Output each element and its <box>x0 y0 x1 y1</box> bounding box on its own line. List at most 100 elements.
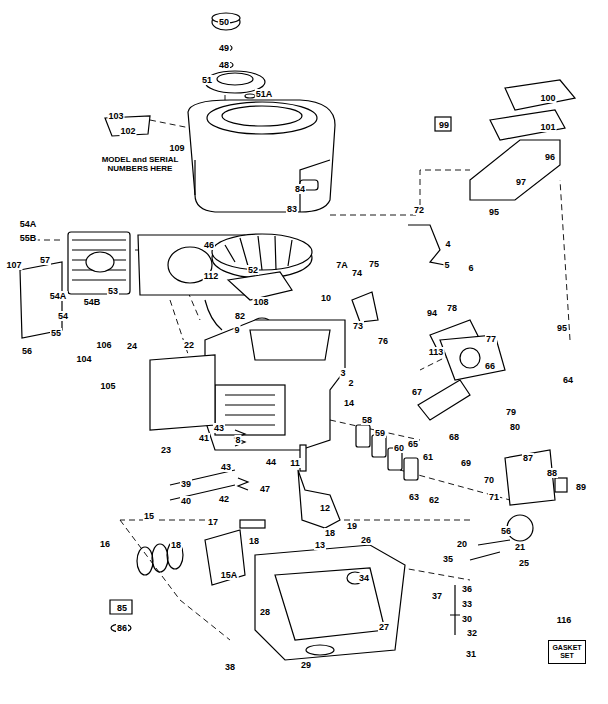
callout-number: 56 <box>500 526 512 536</box>
callout-number: 4 <box>444 239 451 249</box>
callout-number: 8 <box>234 435 241 445</box>
callout-number: 88 <box>546 468 558 478</box>
callout-number: 34 <box>358 573 370 583</box>
callout-number: 54 <box>57 311 69 321</box>
callout-number: 46 <box>203 240 215 250</box>
callout-number: 42 <box>218 494 230 504</box>
callout-number: 55 <box>50 328 62 338</box>
box-text: GASKET SET <box>552 644 582 660</box>
callout-number: 24 <box>126 341 138 351</box>
callout-number: 18 <box>324 528 336 538</box>
callout-number: 48 <box>218 60 230 70</box>
callout-number: 43 <box>220 462 232 472</box>
callout-number: 101 <box>539 122 556 132</box>
callout-number: 73 <box>352 321 364 331</box>
callout-number: 33 <box>461 599 473 609</box>
callout-number: 59 <box>374 428 386 438</box>
callout-number: 55B <box>19 233 38 243</box>
callout-number: 15 <box>143 511 155 521</box>
callout-number: 44 <box>265 457 277 467</box>
callout-number: 54A <box>19 219 38 229</box>
callout-number: 104 <box>75 354 92 364</box>
callout-number: 89 <box>575 482 587 492</box>
callout-number: 29 <box>300 660 312 670</box>
callout-number: 94 <box>426 308 438 318</box>
callout-number: 74 <box>351 268 363 278</box>
callout-number: 39 <box>180 479 192 489</box>
callout-number: 62 <box>428 495 440 505</box>
callout-number: 83 <box>286 204 298 214</box>
callout-number: 109 <box>168 143 185 153</box>
callout-number: 31 <box>465 649 477 659</box>
callout-number: 112 <box>203 271 220 281</box>
callout-number: 76 <box>377 336 389 346</box>
callout-number: 19 <box>346 521 358 531</box>
callout-number: 86 <box>116 623 128 633</box>
callout-number: 15A <box>220 570 239 580</box>
note-text: MODEL and SERIAL NUMBERS HERE <box>93 155 187 173</box>
callout-number: 5 <box>443 260 450 270</box>
callout-number: 54A <box>49 291 68 301</box>
callout-number: 50 <box>218 17 230 27</box>
callout-number: 26 <box>360 535 372 545</box>
callout-number: 60 <box>393 443 405 453</box>
callout-number: 79 <box>505 407 517 417</box>
callout-number: 84 <box>294 184 306 194</box>
callout-number: 25 <box>518 558 530 568</box>
callout-number: 56 <box>21 346 33 356</box>
callout-number: 6 <box>467 263 474 273</box>
callout-number: 57 <box>39 255 51 265</box>
callout-number: 75 <box>368 259 380 269</box>
callout-number: 107 <box>5 260 22 270</box>
gasket-set-box: GASKET SET <box>548 640 586 664</box>
callout-number: 70 <box>483 475 495 485</box>
callout-number: 14 <box>343 398 355 408</box>
callout-number: 85 <box>116 603 128 613</box>
callout-number: 87 <box>522 453 534 463</box>
callout-number: 58 <box>361 415 373 425</box>
callout-number: 40 <box>180 496 192 506</box>
callout-number: 61 <box>422 452 434 462</box>
callout-number: 3 <box>339 368 346 378</box>
callout-number: 96 <box>544 152 556 162</box>
callout-number: 69 <box>460 458 472 468</box>
callout-number: 68 <box>448 432 460 442</box>
callout-number: 65 <box>407 439 419 449</box>
callout-number: 53 <box>107 286 119 296</box>
callout-number: 13 <box>314 540 326 550</box>
callout-number: 23 <box>160 445 172 455</box>
callout-number: 18 <box>248 536 260 546</box>
callout-number: 27 <box>378 622 390 632</box>
callout-number: 105 <box>99 381 116 391</box>
callout-number: 99 <box>438 120 450 130</box>
callout-number: 12 <box>319 503 331 513</box>
callout-number: 80 <box>509 422 521 432</box>
callout-number: 108 <box>252 297 269 307</box>
callout-number: 30 <box>461 614 473 624</box>
callout-number: 52 <box>247 265 259 275</box>
callout-number: 64 <box>562 375 574 385</box>
callout-number: 66 <box>484 361 496 371</box>
callout-number: 116 <box>556 615 573 625</box>
callout-number: 32 <box>466 628 478 638</box>
callout-number: 47 <box>259 484 271 494</box>
callout-number: 7A <box>335 260 349 270</box>
callout-number: 51A <box>255 89 274 99</box>
callout-number: 102 <box>119 126 136 136</box>
callout-number: 11 <box>289 458 301 468</box>
callout-number: 95 <box>488 207 500 217</box>
callout-number: 10 <box>320 293 332 303</box>
callout-number: 113 <box>428 347 445 357</box>
callout-number: 67 <box>411 387 423 397</box>
callout-number: 28 <box>259 607 271 617</box>
callout-number: 20 <box>456 539 468 549</box>
callout-number: 72 <box>413 205 425 215</box>
callout-number: 35 <box>442 554 454 564</box>
callout-number: 103 <box>107 111 124 121</box>
callout-number: 21 <box>514 542 526 552</box>
callout-number: 43 <box>213 423 225 433</box>
callout-number: 71 <box>488 492 500 502</box>
callout-number: 54B <box>83 297 102 307</box>
callout-number: 36 <box>461 584 473 594</box>
